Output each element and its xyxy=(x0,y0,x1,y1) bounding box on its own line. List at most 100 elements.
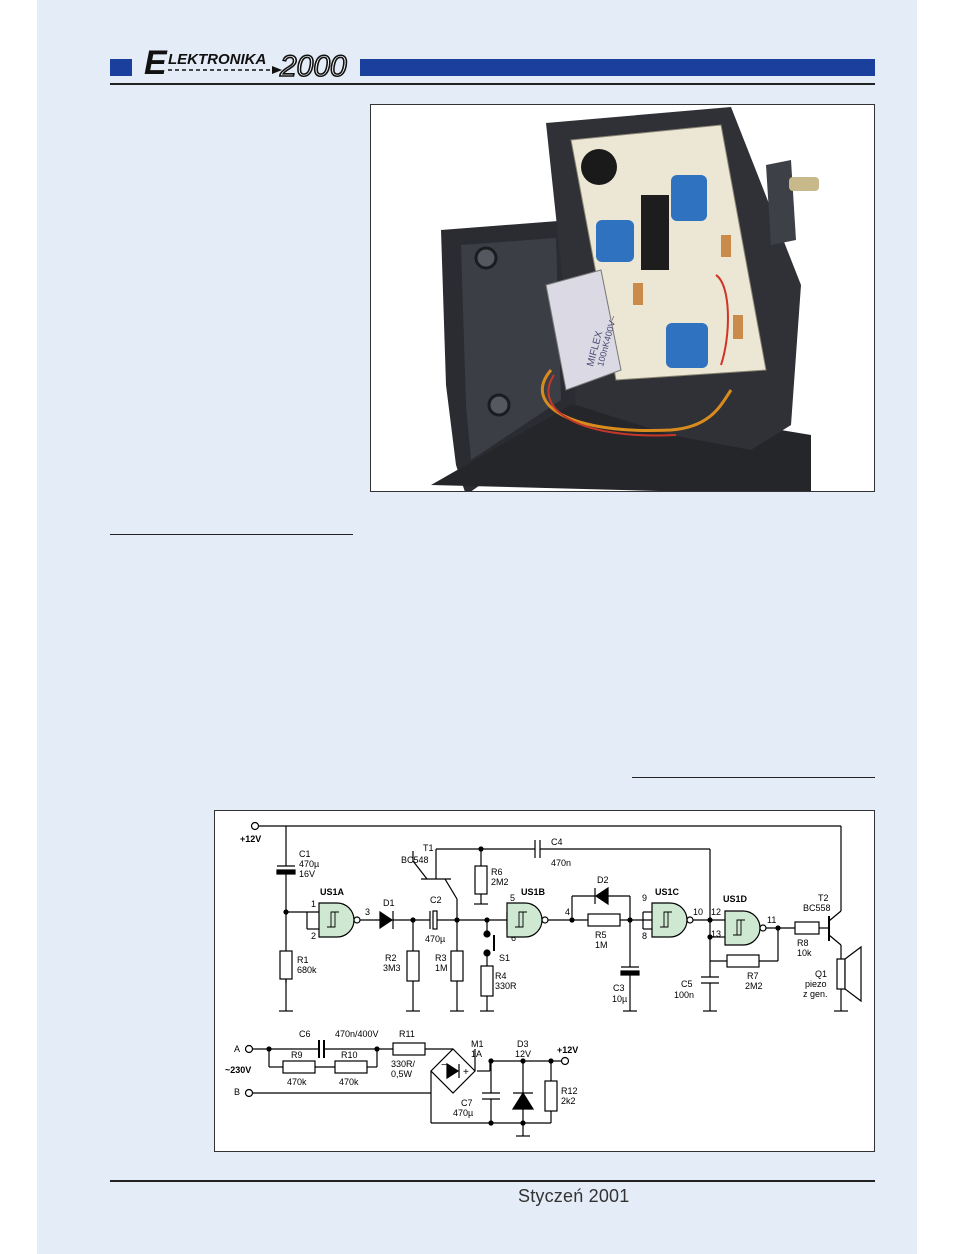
header-rule xyxy=(110,83,875,85)
junction xyxy=(488,1120,494,1126)
label-c1-voltage: 16V xyxy=(299,869,315,879)
label-c1: C1 xyxy=(299,849,311,859)
gate-us1b xyxy=(506,902,543,938)
label-c4: C4 xyxy=(551,837,563,847)
label-r9-value: 470k xyxy=(287,1077,307,1087)
label-q1-desc: z gen. xyxy=(803,989,828,999)
label-c6: C6 xyxy=(299,1029,311,1039)
junction xyxy=(266,1046,272,1052)
bridge-diode xyxy=(446,1062,460,1080)
label-us1a: US1A xyxy=(320,887,345,897)
bridge-plus: + xyxy=(463,1067,469,1078)
label-q1: Q1 xyxy=(815,969,827,979)
gate-bubble xyxy=(353,916,361,924)
label-r12: R12 xyxy=(561,1086,578,1096)
capacitor-blue xyxy=(666,323,708,368)
label-r6: R6 xyxy=(491,867,503,877)
junction xyxy=(707,934,713,940)
resistor-r1 xyxy=(279,950,293,980)
pin-3: 3 xyxy=(365,907,370,917)
label-a: A xyxy=(234,1044,240,1054)
pin-5: 5 xyxy=(510,893,515,903)
label-r8: R8 xyxy=(797,938,809,948)
resistor-r4 xyxy=(480,965,494,997)
label-r3: R3 xyxy=(435,953,447,963)
t2-emitter xyxy=(828,910,842,922)
label-r7-value: 2M2 xyxy=(745,981,763,991)
label-c4-value: 470n xyxy=(551,858,571,868)
junction xyxy=(283,909,289,915)
label-c3-value: 10µ xyxy=(612,994,627,1004)
resistor-r8 xyxy=(794,921,820,935)
resistor-r6 xyxy=(474,865,488,895)
label-t2: T2 xyxy=(818,893,829,903)
label-t1: T1 xyxy=(423,843,434,853)
header-bar xyxy=(360,59,875,76)
plug-pin xyxy=(789,177,819,191)
schmitt-symbol xyxy=(660,911,672,928)
capacitor-blue xyxy=(596,220,634,262)
terminal-a xyxy=(244,1044,254,1054)
label-r1: R1 xyxy=(297,955,309,965)
label-r12-value: 2k2 xyxy=(561,1096,576,1106)
resistor-r12 xyxy=(544,1080,558,1112)
pin-1: 1 xyxy=(311,899,316,909)
terminal-b xyxy=(244,1088,254,1098)
label-mains: ~230V xyxy=(225,1065,251,1075)
label-us1c: US1C xyxy=(655,887,680,897)
label-r10: R10 xyxy=(341,1050,358,1060)
gate-bubble xyxy=(686,916,694,924)
vcc-out-terminal xyxy=(560,1056,570,1066)
ic-chip xyxy=(641,195,669,270)
zener-d3 xyxy=(511,1091,535,1110)
resistor-r9 xyxy=(282,1060,316,1074)
pin-13: 13 xyxy=(711,929,721,939)
circuit-schematic: +12V C1 470µ 16V US1A 1 2 3 R1 680k D1 xyxy=(214,810,875,1152)
pin-6: 6 xyxy=(511,933,516,943)
label-c2: C2 xyxy=(430,895,442,905)
wire-orange xyxy=(540,369,733,433)
device-photo-illustration: MIFLEX 100nK400V~ xyxy=(431,107,819,491)
label-r11-value: 330R/ xyxy=(391,1059,416,1069)
magazine-logo: E LEKTRONIKA 2000 xyxy=(144,44,348,82)
screw-post xyxy=(474,246,498,270)
label-q1-type: piezo xyxy=(805,979,827,989)
resistor-r2 xyxy=(406,950,420,982)
label-vcc-out: +12V xyxy=(557,1045,578,1055)
label-s1: S1 xyxy=(499,953,510,963)
c2-plate-pos xyxy=(432,910,438,930)
piezo-q1 xyxy=(836,958,846,990)
label-r7: R7 xyxy=(747,971,759,981)
screw-post xyxy=(487,393,511,417)
resistor xyxy=(633,283,643,305)
label-us1b: US1B xyxy=(521,887,546,897)
gate-us1c xyxy=(651,902,688,938)
section-rule-left xyxy=(110,534,353,535)
label-m1: M1 xyxy=(471,1039,484,1049)
header-square xyxy=(110,59,132,76)
resistor-r3 xyxy=(450,950,464,982)
c3-plate-neg xyxy=(620,970,640,976)
gate-bubble xyxy=(541,916,549,924)
label-r11: R11 xyxy=(399,1029,415,1039)
label-r3-value: 1M xyxy=(435,963,448,973)
logo-arrow-head xyxy=(272,66,282,74)
label-c3: C3 xyxy=(613,983,625,993)
resistor-r5 xyxy=(587,913,621,927)
label-r4-value: 330R xyxy=(495,981,517,991)
logo-number: 2000 xyxy=(279,50,347,82)
label-us1d: US1D xyxy=(723,894,748,904)
logo-initial: E xyxy=(144,44,168,82)
label-t1-type: BC548 xyxy=(401,855,429,865)
diode-d1 xyxy=(379,910,394,930)
resistor-r10 xyxy=(334,1060,368,1074)
schmitt-symbol xyxy=(515,911,527,928)
label-d3: D3 xyxy=(517,1039,529,1049)
junction xyxy=(520,1120,526,1126)
pin-8: 8 xyxy=(642,931,647,941)
label-r6-value: 2M2 xyxy=(491,877,509,887)
wire-red xyxy=(715,274,729,366)
footer-rule xyxy=(110,1180,875,1182)
resistor xyxy=(721,235,731,257)
label-c5-value: 100n xyxy=(674,990,694,1000)
